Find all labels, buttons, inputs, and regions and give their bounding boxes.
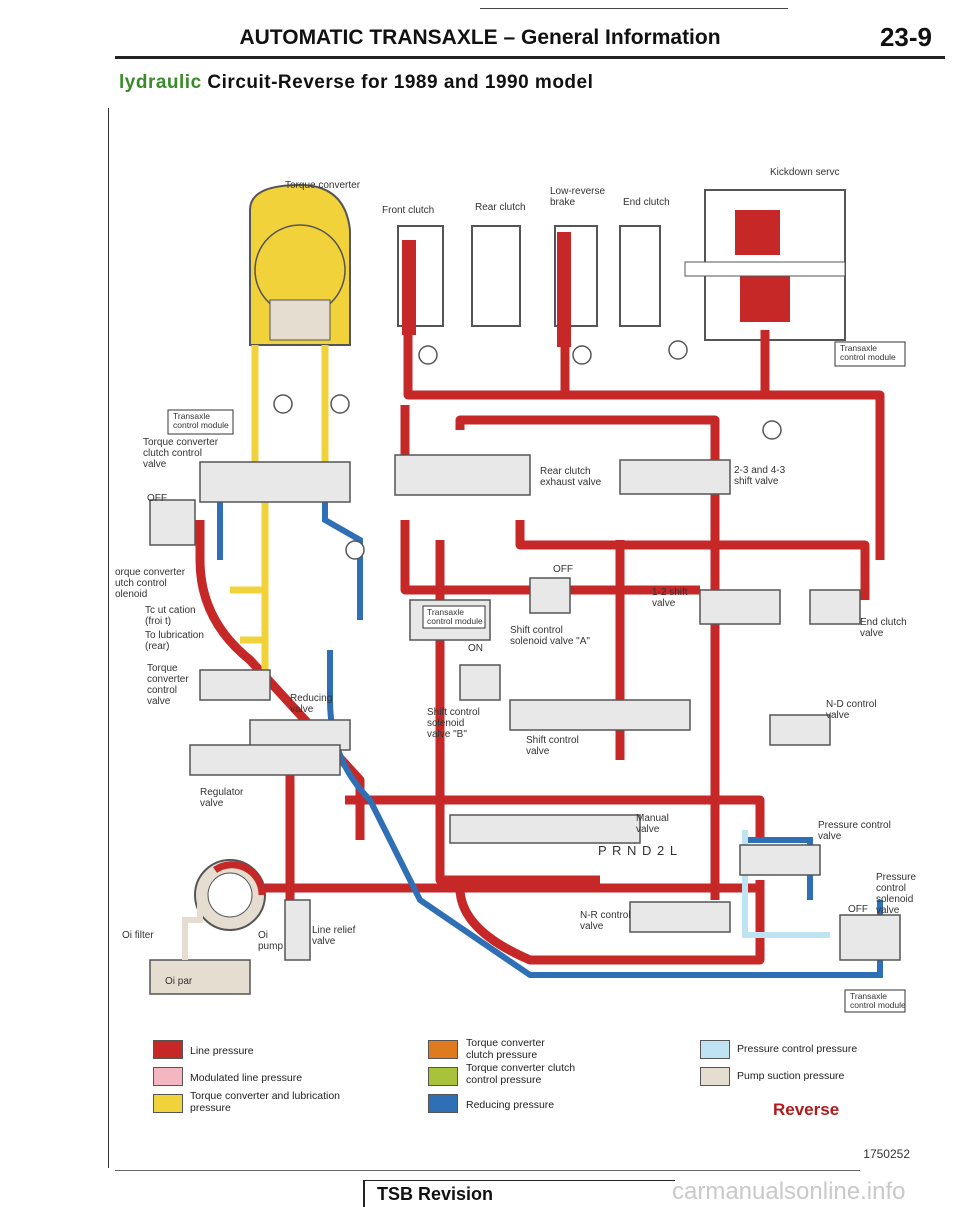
label-shift-12: 1-2 shift valve <box>652 587 688 609</box>
page-number: 23-9 <box>879 22 932 52</box>
label-oil-pan: Oi par <box>165 976 193 987</box>
mode-label-reverse: Reverse <box>773 1100 840 1119</box>
label-tcm-bottom-right: Transaxle control module <box>850 991 906 1010</box>
legend-label-line-pressure: Line pressure <box>190 1045 254 1057</box>
legend-swatch-reducing <box>428 1094 458 1113</box>
label-to-lubrication-rear: To lubrication (rear) <box>145 630 204 652</box>
label-rear-clutch-exhaust-valve: Rear clutch exhaust valve <box>540 466 602 488</box>
label-low-reverse-brake: Low-reverse brake <box>550 186 606 208</box>
label-manual-valve: Manual valve <box>636 813 669 835</box>
label-off-left: OFF <box>147 493 167 504</box>
shift-control-valve-body <box>509 699 691 731</box>
pressure-control-valve-body <box>739 844 821 876</box>
watermark: carmanualsonline.info <box>672 1178 906 1205</box>
label-pressure-control-valve: Pressure control valve <box>818 820 891 842</box>
legend-label-pump-suction: Pump suction pressure <box>737 1070 845 1082</box>
legend-swatch-tc-lubrication <box>153 1094 183 1113</box>
label-tc-control-valve: Torque converter control valve <box>147 663 189 707</box>
tsb-revision-box <box>363 1180 675 1207</box>
header-rule <box>115 56 945 59</box>
label-tcm-left: Transaxle control module <box>173 411 229 430</box>
legend-label-pressure-control: Pressure control pressure <box>737 1043 858 1055</box>
label-shift-23-43: 2-3 and 4-3 shift valve <box>734 465 786 487</box>
rear-clutch-exhaust-valve-body <box>394 454 531 496</box>
front-clutch <box>397 225 444 335</box>
shift-23-43-valve-body <box>619 459 731 495</box>
legend-swatch-tc-clutch <box>428 1040 458 1059</box>
oil-suction-passage <box>182 900 203 960</box>
page-header-title: AUTOMATIC TRANSAXLE – General Informatio… <box>239 26 721 49</box>
legend-label-tc-lubrication: Torque converter and lubrication pressur… <box>190 1090 341 1114</box>
legend-swatch-modulated <box>153 1067 183 1086</box>
label-off-right: OFF <box>848 904 868 915</box>
figure-number: 1750252 <box>863 1147 910 1161</box>
label-oil-filter: Oi filter <box>122 930 154 941</box>
subtitle-lead: lydraulic <box>119 72 202 93</box>
low-reverse-brake <box>554 225 598 347</box>
legend-label-reducing: Reducing pressure <box>466 1099 555 1111</box>
nd-control-valve-body <box>769 714 831 746</box>
line-relief-valve-body <box>284 899 311 961</box>
label-to-lubrication-front: Tc ut cation (froi t) <box>145 605 196 627</box>
label-front-clutch: Front clutch <box>382 205 435 216</box>
label-tc-clutch-solenoid: orque converter utch control olenoid <box>115 567 186 600</box>
tc-clutch-solenoid-body <box>149 499 196 546</box>
kickdown-servo <box>684 189 846 341</box>
torque-converter <box>249 183 351 346</box>
nr-control-valve-body <box>629 901 731 933</box>
solenoid-b-body <box>459 664 501 701</box>
label-line-relief-valve: Line relief valve <box>312 925 356 947</box>
label-rear-clutch: Rear clutch <box>475 202 526 213</box>
label-tcm-top-right: Transaxle control module <box>840 343 896 362</box>
left-margin-rule <box>108 108 109 1168</box>
legend-label-tc-clutch-control: Torque converter clutch control pressure <box>466 1062 576 1086</box>
orifice-symbols <box>273 340 782 560</box>
label-shift-control-valve: Shift control valve <box>526 735 579 757</box>
label-kickdown-servo: Kickdown servc <box>770 167 840 178</box>
tc-clutch-control-valve-body <box>199 461 351 503</box>
solenoid-a-body <box>529 577 571 614</box>
legend-swatch-tc-clutch-control <box>428 1067 458 1086</box>
label-shift-control-solenoid-a: Shift control solenoid valve "A" <box>510 625 590 647</box>
label-shift-control-solenoid-b: Shift control solenoid valve "B" <box>427 707 480 740</box>
oil-pan <box>149 959 251 995</box>
label-end-clutch-valve: End clutch valve <box>860 617 907 639</box>
label-prnd2l: P R N D 2 L <box>598 843 679 858</box>
label-reducing-valve: Reducing valve <box>290 693 333 715</box>
label-oil-pump: Oi pump <box>258 930 284 952</box>
label-torque-converter: Torque converter <box>285 180 361 191</box>
label-off-mid: OFF <box>553 564 573 575</box>
label-nr-control-valve: N-R control valve <box>580 910 631 932</box>
end-clutch <box>619 225 661 327</box>
legend-label-modulated: Modulated line pressure <box>190 1072 303 1084</box>
legend-swatch-pressure-control <box>700 1040 730 1059</box>
tc-control-valve-body <box>199 669 271 701</box>
oil-pump <box>194 859 266 931</box>
tcm-boxes <box>167 341 906 1013</box>
regulator-valve-body <box>189 744 341 776</box>
subtitle-rest: Circuit-Reverse for 1989 and 1990 model <box>201 72 594 93</box>
end-clutch-valve-body <box>809 589 861 625</box>
shift-12-valve-body <box>699 589 781 625</box>
manual-valve-body <box>449 814 641 844</box>
label-regulator-valve: Regulator valve <box>200 787 244 809</box>
legend-swatch-line-pressure <box>153 1040 183 1059</box>
legend-swatch-pump-suction <box>700 1067 730 1086</box>
legend-label-tc-clutch: Torque converter clutch pressure <box>466 1037 545 1061</box>
top-rule <box>480 8 788 9</box>
footer-rule <box>115 1170 860 1171</box>
rear-clutch <box>471 225 521 327</box>
valve-bodies <box>149 454 901 961</box>
label-tc-clutch-control-valve: Torque converter clutch control valve <box>143 437 219 470</box>
label-nd-control-valve: N-D control valve <box>826 699 877 721</box>
label-end-clutch: End clutch <box>623 197 670 208</box>
tsb-revision-label: TSB Revision <box>377 1184 494 1204</box>
tc-lubrication-passages <box>230 345 329 690</box>
section-subtitle: lydraulic Circuit-Reverse for 1989 and 1… <box>119 72 593 94</box>
pressure-control-solenoid-body <box>839 914 901 961</box>
label-on-mid: ON <box>468 643 483 654</box>
label-tcm-mid: Transaxle control module <box>427 607 483 626</box>
label-pressure-control-solenoid: Pressure control solenoid valve <box>876 872 917 916</box>
